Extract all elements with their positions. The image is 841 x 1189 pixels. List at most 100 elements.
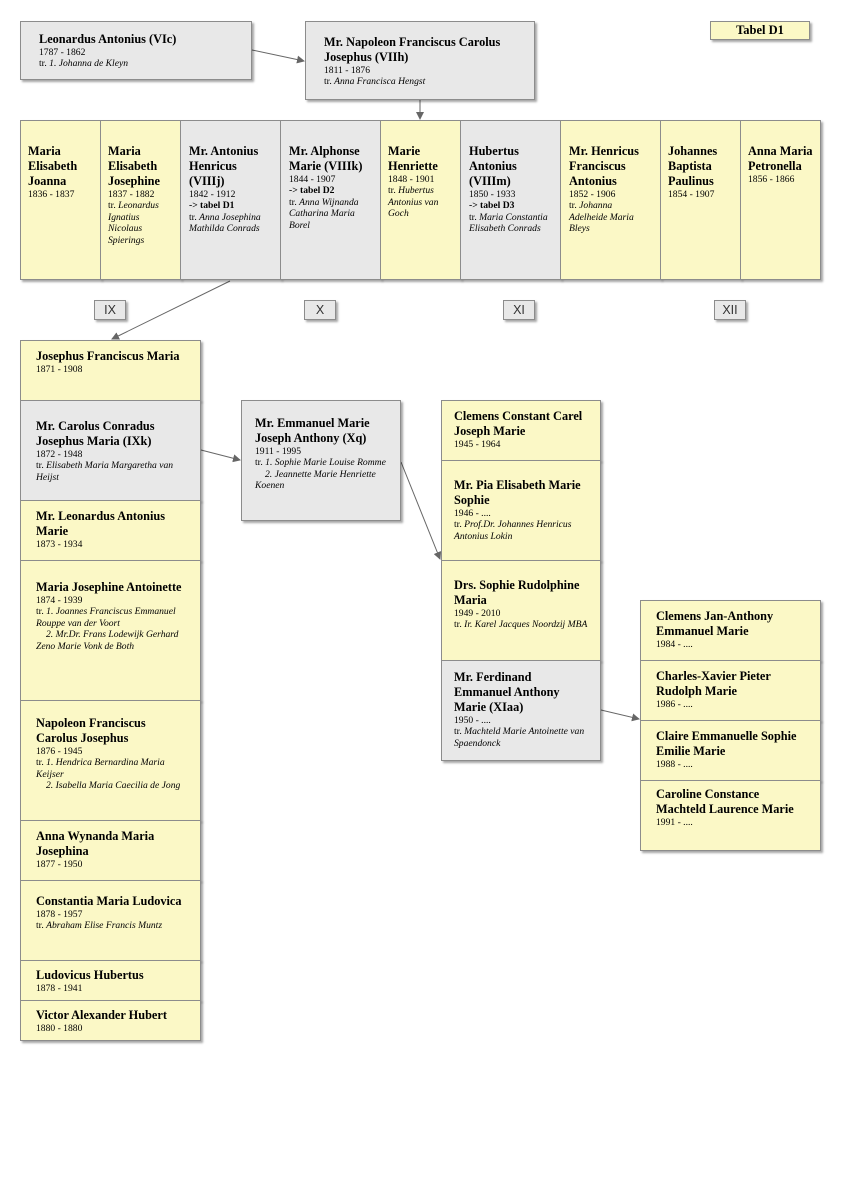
connector-father-son (251, 49, 305, 64)
person-name: Clemens Jan-Anthony Emmanuel Marie (656, 609, 774, 638)
person-years: 1850 - 1933 (469, 189, 516, 200)
table-title: Tabel D1 (710, 21, 810, 40)
spouse-name: 1. Johanna de Kleyn (49, 58, 129, 70)
child-card[interactable]: Marie Henriette 1848 - 1901 tr. Hubertus… (380, 120, 461, 280)
person-years: 1877 - 1950 (36, 859, 83, 870)
connector-xq-xi (400, 461, 442, 560)
person-years: 1836 - 1837 (28, 189, 75, 200)
person-father[interactable]: Leonardus Antonius (VIc) 1787 - 1862 tr.… (20, 21, 252, 80)
connector-ixk-xq (200, 449, 241, 463)
spouse-name-2: 2. Isabella Maria Caecilia de Jong (46, 780, 181, 792)
person-card-gen-x[interactable]: Mr. Emmanuel Marie Joseph Anthony (Xq) 1… (241, 400, 401, 521)
spouse-prefix: tr. (189, 211, 197, 223)
spouse-prefix: tr. (255, 457, 263, 469)
spouse-prefix: tr. (388, 185, 396, 197)
person-name: Mr. Antonius Henricus (VIIIj) (189, 144, 259, 188)
spouse-prefix: tr. (36, 920, 44, 932)
person-card[interactable]: Mr. Leonardus Antonius Marie 1873 - 1934 (20, 500, 201, 561)
person-name: Mr. Emmanuel Marie Joseph Anthony (Xq) (255, 416, 370, 445)
person-name: Maria Elisabeth Joanna (28, 144, 78, 188)
child-card[interactable]: Hubertus Antonius (VIIIm) 1850 - 1933 ->… (460, 120, 561, 280)
person-years: 1880 - 1880 (36, 1023, 83, 1034)
person-card[interactable]: Ludovicus Hubertus 1878 - 1941 (20, 960, 201, 1001)
spouse-name: 1. Hendrica Bernardina Maria Keijser (36, 757, 165, 780)
person-card[interactable]: Josephus Franciscus Maria 1871 - 1908 (20, 340, 201, 401)
person-name: Clemens Constant Carel Joseph Marie (454, 409, 583, 438)
person-card[interactable]: Napoleon Franciscus Carolus Josephus 187… (20, 700, 201, 821)
person-years: 1946 - .... (454, 508, 491, 519)
child-card[interactable]: Maria Elisabeth Josephine 1837 - 1882 tr… (100, 120, 181, 280)
person-years: 1878 - 1941 (36, 983, 83, 994)
person-name: Mr. Carolus Conradus Josephus Maria (IXk… (36, 419, 155, 448)
person-card[interactable]: Caroline Constance Machteld Laurence Mar… (640, 780, 821, 851)
person-name: Maria Elisabeth Josephine (108, 144, 160, 188)
spouse-prefix: tr. (108, 200, 116, 212)
person-card[interactable]: Victor Alexander Hubert 1880 - 1880 (20, 1000, 201, 1041)
person-years: 1876 - 1945 (36, 746, 83, 757)
spouse-name-2: 2. Mr.Dr. Frans Lodewijk Gerhard Zeno Ma… (36, 629, 179, 652)
table-ref-link[interactable]: -> tabel D1 (189, 200, 235, 212)
child-card[interactable]: Anna Maria Petronella 1856 - 1866 (740, 120, 821, 280)
person-years: 1911 - 1995 (255, 446, 302, 457)
person-card[interactable]: Clemens Constant Carel Joseph Marie 1945… (441, 400, 601, 461)
spouse-name: Elisabeth Maria Margaretha van Heijst (36, 460, 174, 483)
child-card[interactable]: Mr. Henricus Franciscus Antonius 1852 - … (560, 120, 661, 280)
person-years: 1787 - 1862 (39, 47, 86, 58)
person-son[interactable]: Mr. Napoleon Franciscus Carolus Josephus… (305, 21, 535, 100)
person-card[interactable]: Maria Josephine Antoinette 1874 - 1939 t… (20, 560, 201, 701)
person-years: 1949 - 2010 (454, 608, 501, 619)
generation-label-x: X (304, 300, 336, 320)
child-card[interactable]: Mr. Alphonse Marie (VIIIk) 1844 - 1907 -… (280, 120, 381, 280)
person-name: Anna Maria Petronella (748, 144, 813, 173)
person-years: 1852 - 1906 (569, 189, 616, 200)
spouse-prefix: tr. (36, 460, 44, 472)
spouse-name: Hubertus Antonius van Goch (388, 185, 439, 220)
spouse-prefix: tr. (454, 726, 462, 738)
person-card[interactable]: Mr. Ferdinand Emmanuel Anthony Marie (XI… (441, 660, 601, 761)
spouse-name-2: 2. Jeannette Marie Henriette Koenen (255, 468, 376, 492)
person-card[interactable]: Clemens Jan-Anthony Emmanuel Marie 1984 … (640, 600, 821, 661)
child-card[interactable]: Maria Elisabeth Joanna 1836 - 1837 (20, 120, 101, 280)
spouse-name: Machteld Marie Antoinette van Spaendonck (454, 726, 585, 749)
spouse-name: Anna Wijnanda Catharina Maria Borel (289, 196, 359, 231)
person-name: Mr. Henricus Franciscus Antonius (569, 144, 639, 188)
spouse-name: 1. Joannes Franciscus Emmanuel Rouppe va… (36, 606, 176, 629)
person-card[interactable]: Mr. Carolus Conradus Josephus Maria (IXk… (20, 400, 201, 501)
person-years: 1872 - 1948 (36, 449, 83, 460)
person-card[interactable]: Anna Wynanda Maria Josephina 1877 - 1950 (20, 820, 201, 881)
spouse-name: Leonardus Ignatius Nicolaus Spierings (108, 200, 159, 246)
person-years: 1811 - 1876 (324, 65, 371, 76)
person-name: Victor Alexander Hubert (36, 1008, 167, 1022)
person-card[interactable]: Claire Emmanuelle Sophie Emilie Marie 19… (640, 720, 821, 781)
spouse-prefix: tr. (36, 757, 44, 769)
spouse-name: Abraham Elise Francis Muntz (46, 920, 163, 932)
spouse-prefix: tr. (324, 76, 332, 88)
person-name: Leonardus Antonius (VIc) (39, 32, 177, 46)
person-years: 1984 - .... (656, 639, 693, 650)
generation-label-xi: XI (503, 300, 535, 320)
person-card[interactable]: Charles-Xavier Pieter Rudolph Marie 1986… (640, 660, 821, 721)
spouse-name: Maria Constantia Elisabeth Conrads (469, 211, 548, 235)
generation-label-xii: XII (714, 300, 746, 320)
person-name: Drs. Sophie Rudolphine Maria (454, 578, 580, 607)
person-years: 1874 - 1939 (36, 595, 83, 606)
spouse-name: Ir. Karel Jacques Noordzij MBA (464, 619, 588, 631)
table-ref-link[interactable]: -> tabel D2 (289, 185, 335, 197)
person-name: Josephus Franciscus Maria (36, 349, 180, 363)
person-name: Mr. Leonardus Antonius Marie (36, 509, 166, 538)
spouse-prefix: tr. (469, 211, 477, 223)
person-years: 1871 - 1908 (36, 364, 83, 375)
person-card[interactable]: Drs. Sophie Rudolphine Maria 1949 - 2010… (441, 560, 601, 661)
person-years: 1986 - .... (656, 699, 693, 710)
person-name: Charles-Xavier Pieter Rudolph Marie (656, 669, 771, 698)
person-name: Ludovicus Hubertus (36, 968, 144, 982)
table-ref-link[interactable]: -> tabel D3 (469, 200, 515, 212)
person-years: 1842 - 1912 (189, 189, 236, 200)
spouse-prefix: tr. (39, 58, 47, 70)
child-card[interactable]: Mr. Antonius Henricus (VIIIj) 1842 - 191… (180, 120, 281, 280)
child-card[interactable]: Johannes Baptista Paulinus 1854 - 1907 (660, 120, 741, 280)
person-card[interactable]: Constantia Maria Ludovica 1878 - 1957 tr… (20, 880, 201, 961)
person-card[interactable]: Mr. Pia Elisabeth Marie Sophie 1946 - ..… (441, 460, 601, 561)
person-name: Hubertus Antonius (VIIIm) (469, 144, 519, 188)
